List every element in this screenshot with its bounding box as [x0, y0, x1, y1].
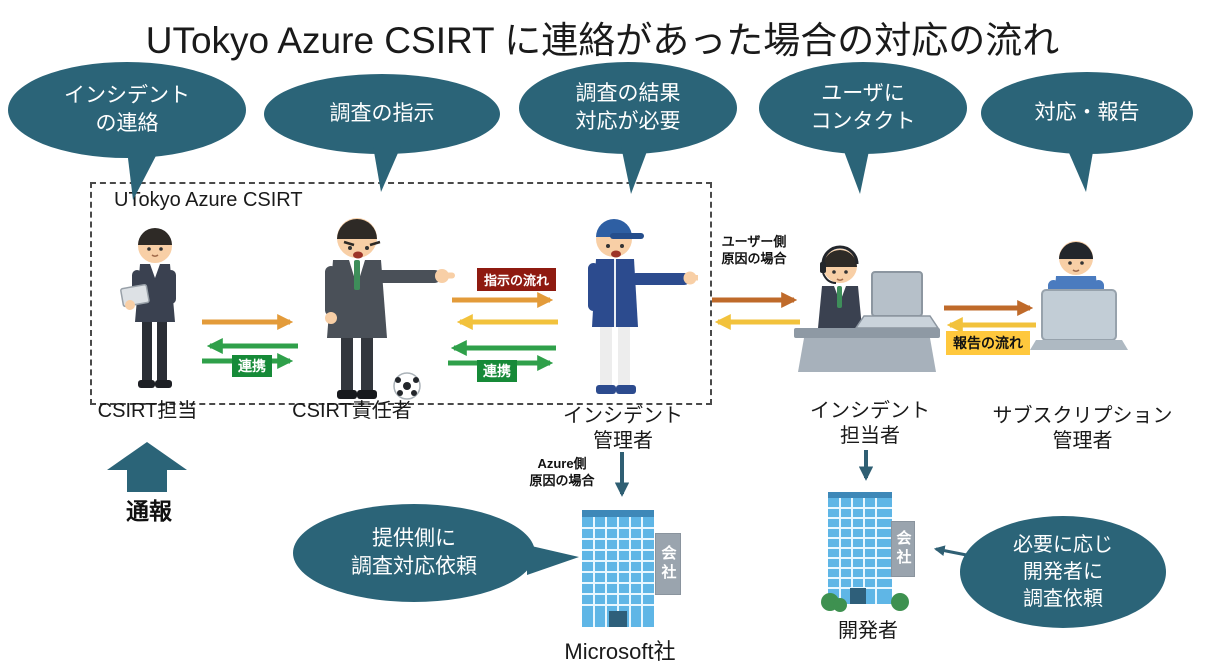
report-up-arrow [107, 442, 187, 492]
headset [821, 245, 859, 265]
laptop [871, 271, 923, 317]
speech-bubble-text: 調査の指示 [329, 101, 435, 125]
instruction-flow-badge: 指示の流れ [477, 268, 557, 291]
user-side-cause-note: ユーザー側 原因の場合 [721, 234, 787, 266]
speech-bubble-request-developer: 必要に応じ 開発者に 調査依頼 [960, 516, 1166, 628]
developer-building-label: 開発者 [838, 620, 898, 642]
developer-building-illustration [821, 492, 909, 612]
azure-side-cause-note: Azure側 原因の場合 [529, 456, 595, 488]
page-title: UTokyo Azure CSIRT に連絡があった場合の対応の流れ [145, 20, 1060, 61]
subscription-admin-illustration [1030, 241, 1128, 350]
actor-label-incident-manager: インシデント 管理者 [563, 405, 683, 452]
csirt-staff-illustration [120, 228, 176, 388]
microsoft-building-label: Microsoft社 [564, 639, 676, 664]
speech-bubble-text: 対応・報告 [1034, 100, 1140, 124]
speech-bubble-text: 必要に応じ 開発者に 調査依頼 [1013, 533, 1113, 610]
speech-bubble-incident-contact: インシデント の連絡 [8, 62, 246, 200]
laptop [1041, 289, 1117, 341]
actor-incident-manager [558, 203, 698, 408]
developer-building-sign: 会社 [891, 521, 915, 577]
csirt-group-label: UTokyo Azure CSIRT [114, 189, 303, 211]
speech-bubble-text: 提供側に 調査対応依頼 [351, 526, 477, 578]
csirt-manager-illustration [325, 218, 455, 400]
speech-bubble-text: ユーザに コンタクト [810, 81, 916, 133]
actor-label-csirt-manager: CSIRT責任者 [292, 400, 412, 422]
actor-incident-handler [792, 228, 942, 376]
incident-handler-illustration [794, 245, 940, 372]
speech-bubble-request-provider: 提供側に 調査対応依頼 [293, 504, 579, 602]
speech-bubble-text: 調査の結果 対応が必要 [575, 81, 681, 133]
speech-bubble-text: インシデント の連絡 [64, 83, 190, 135]
speech-bubble-investigation-order: 調査の指示 [264, 74, 500, 192]
bush [891, 593, 909, 611]
speech-bubble-contact-user: ユーザに コンタクト [759, 62, 967, 194]
microsoft-building-sign: 会社 [655, 533, 681, 595]
developer-building [820, 486, 912, 612]
actor-csirt-manager [295, 208, 455, 403]
actor-label-csirt-staff: CSIRT担当 [97, 400, 198, 422]
speech-bubble-investigation-result: 調査の結果 対応が必要 [519, 62, 737, 194]
speech-bubble-respond-report: 対応・報告 [981, 72, 1193, 192]
actor-subscription-admin [1022, 228, 1137, 370]
blue-cap [596, 219, 632, 237]
actor-label-incident-handler: インシデント 担当者 [810, 400, 930, 447]
cooperation-badge-left: 連携 [232, 355, 272, 377]
cooperation-badge-right: 連携 [477, 360, 517, 382]
microsoft-building [570, 502, 682, 635]
microsoft-building-illustration [582, 510, 654, 627]
actor-label-subscription-admin: サブスクリプション 管理者 [992, 405, 1173, 452]
csirt-group-box: UTokyo Azure CSIRT [90, 182, 712, 405]
desk [794, 328, 940, 338]
actor-csirt-staff [110, 218, 200, 398]
report-call-label: 通報 [126, 498, 172, 524]
incident-manager-illustration [588, 219, 698, 394]
report-flow-badge: 報告の流れ [946, 331, 1030, 355]
bush [833, 598, 847, 612]
